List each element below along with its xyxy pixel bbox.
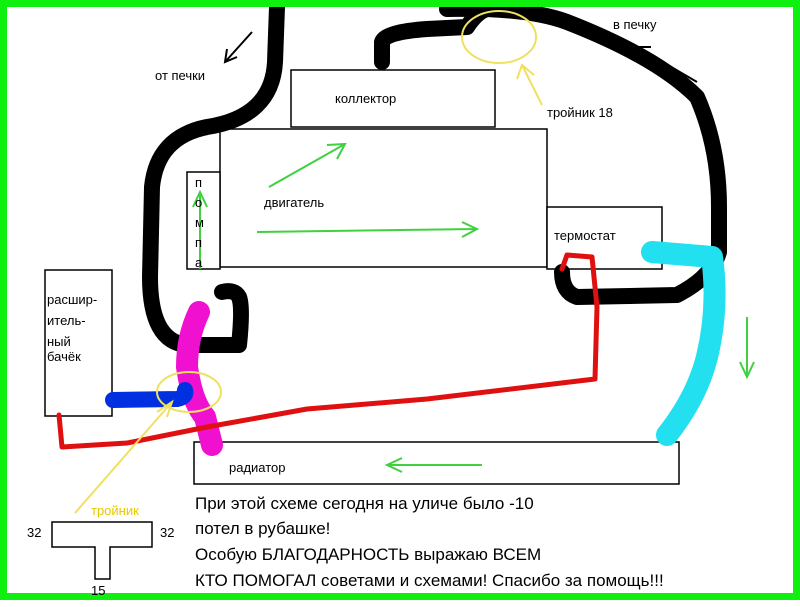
- tank-label-4: бачёк: [47, 349, 81, 364]
- red-hose-thermostat-tank: [56, 252, 600, 450]
- message-line-2: потел в рубашке!: [195, 519, 330, 538]
- engine-label: двигатель: [264, 195, 324, 210]
- tee-18-label: тройник 18: [547, 105, 613, 120]
- thermostat-label: термостат: [554, 228, 616, 243]
- engine-box: [219, 128, 548, 268]
- tank-label-2: итель-: [47, 313, 86, 328]
- collector-box: [290, 69, 496, 128]
- pump-label-3: м: [195, 215, 204, 230]
- blue-hose-tank: [105, 382, 194, 408]
- flow-arrow-icon: [256, 221, 480, 238]
- message-line-3: Особую БЛАГОДАРНОСТЬ выражаю ВСЕМ: [195, 545, 541, 564]
- pump-box: [186, 171, 221, 270]
- tee-bottom-size: 15: [91, 583, 105, 598]
- collector-label: коллектор: [335, 91, 396, 106]
- to-heater-label: в печку: [613, 17, 657, 32]
- tee-shape: [51, 521, 153, 580]
- black-hose-to-heater: [374, 7, 727, 305]
- tee-right-size: 32: [160, 525, 174, 540]
- pump-label-1: п: [195, 175, 202, 190]
- expansion-tank-box: [44, 269, 113, 417]
- flow-arrow-icon: [384, 457, 482, 473]
- tank-label-3: ный: [47, 334, 71, 349]
- flow-to-heater-arrow-icon: [635, 46, 698, 83]
- pump-label-2: о: [195, 195, 202, 210]
- flow-arrow-icon: [192, 189, 208, 269]
- tee-18-pointer-arrow: [516, 63, 543, 106]
- radiator-box: [193, 441, 680, 485]
- from-heater-label: от печки: [155, 68, 205, 83]
- flow-arrow-icon: [268, 142, 347, 188]
- message-line-4: КТО ПОМОГАЛ советами и схемами! Спасибо …: [195, 571, 664, 590]
- tee-left-size: 32: [27, 525, 41, 540]
- cooling-system-diagram: от печки в печку коллектор тройник 18 дв…: [27, 7, 755, 598]
- pump-label-4: п: [195, 235, 202, 250]
- tee-highlight-circle: [156, 371, 222, 413]
- tee-pointer-arrow: [74, 399, 174, 514]
- tee-label: тройник: [91, 503, 139, 518]
- black-hose-from-heater: [142, 7, 285, 353]
- flow-arrows: [192, 142, 755, 473]
- flow-arrow-icon: [739, 317, 755, 380]
- tee-18-highlight-circle: [461, 10, 537, 64]
- cyan-hose-radiator-upper: [641, 241, 726, 446]
- radiator-label: радиатор: [229, 460, 286, 475]
- pump-label-5: а: [195, 255, 203, 270]
- flow-from-heater-arrow-icon: [223, 31, 253, 64]
- message-line-1: При этой схеме сегодня на уличе было -10: [195, 494, 534, 513]
- tank-label-1: расшир-: [47, 292, 97, 307]
